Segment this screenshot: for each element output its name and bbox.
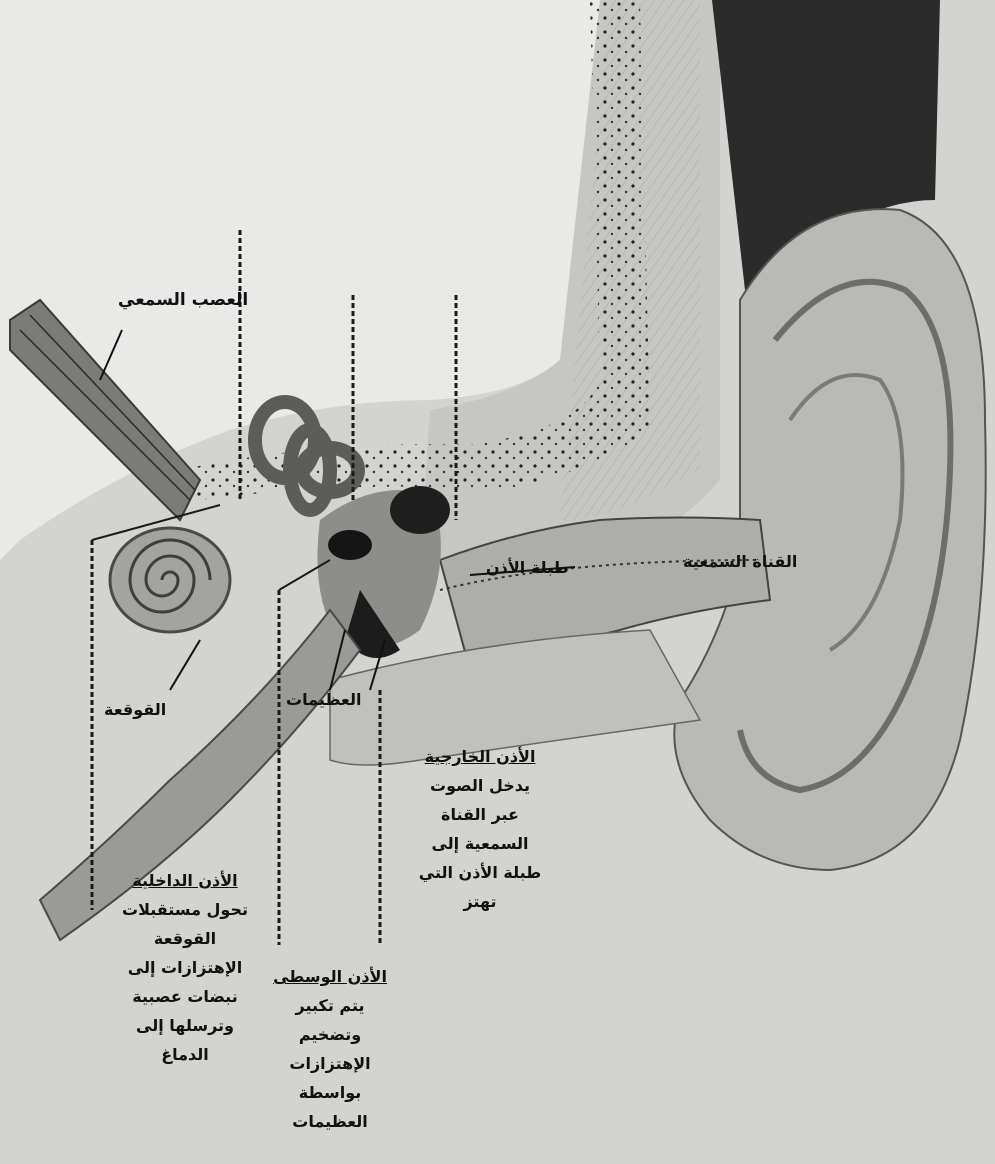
label-ear-canal: القناة السمعية: [683, 552, 797, 571]
inner-ear-line: الإهتزازات إلى: [105, 953, 265, 982]
inner-ear-title: الأذن الداخلية: [105, 866, 265, 895]
middle-ear-line: الإهتزازات: [255, 1049, 405, 1078]
outer-ear-line: السمعية إلى: [400, 829, 560, 858]
outer-ear-line: تهتز: [400, 887, 560, 916]
inner-ear-line: تحول مستقبلات: [105, 895, 265, 924]
middle-ear-title: الأذن الوسطى: [255, 962, 405, 991]
middle-ear-description: الأذن الوسطى يتم تكبير وتضخيم الإهتزازات…: [255, 962, 405, 1136]
inner-ear-description: الأذن الداخلية تحول مستقبلات القوقعة الإ…: [105, 866, 265, 1069]
inner-ear-line: وترسلها إلى: [105, 1011, 265, 1040]
outer-ear-line: طبلة الأذن التي: [400, 858, 560, 887]
middle-ear-line: يتم تكبير: [255, 991, 405, 1020]
label-ossicles: العظيمات: [286, 690, 361, 709]
label-eardrum: طبلة الأذن: [486, 558, 569, 577]
outer-ear-line: عبر القناة: [400, 800, 560, 829]
label-cochlea: القوقعة: [104, 700, 166, 719]
inner-ear-line: نبضات عصبية: [105, 982, 265, 1011]
middle-ear-line: بواسطة: [255, 1078, 405, 1107]
label-auditory-nerve: العصب السمعي: [118, 290, 248, 310]
middle-ear-line: العظيمات: [255, 1107, 405, 1136]
inner-ear-line: الدماغ: [105, 1040, 265, 1069]
outer-ear-description: الأذن الخارجية يدخل الصوت عبر القناة الس…: [400, 742, 560, 916]
outer-ear-line: يدخل الصوت: [400, 771, 560, 800]
inner-ear-line: القوقعة: [105, 924, 265, 953]
middle-ear-line: وتضخيم: [255, 1020, 405, 1049]
outer-ear-title: الأذن الخارجية: [400, 742, 560, 771]
cochlea-shape: [110, 528, 230, 632]
